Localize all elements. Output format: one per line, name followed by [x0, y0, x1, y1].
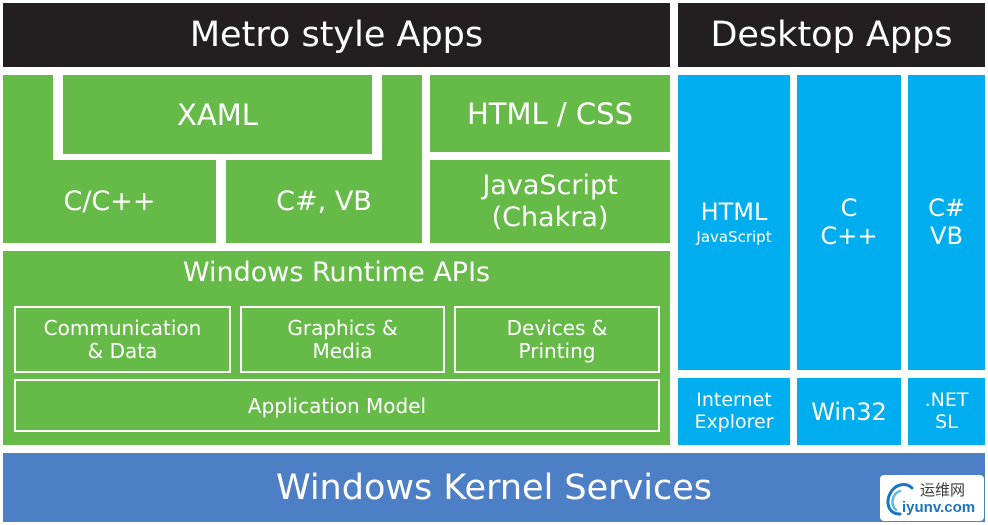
internet-label: Internet	[696, 388, 772, 411]
communication-data-block: Communication & Data	[14, 306, 231, 373]
windows-kernel-services-block: Windows Kernel Services	[3, 453, 985, 522]
graphics-media-block: Graphics & Media	[240, 306, 445, 373]
windows-kernel-services-label: Windows Kernel Services	[275, 467, 713, 508]
chakra-label: (Chakra)	[491, 201, 609, 233]
devices-printing-block: Devices & Printing	[454, 306, 660, 373]
desktop-vb-label: VB	[930, 221, 963, 250]
desktop-csharp-block: C# VB	[908, 75, 985, 370]
watermark-logo: 运维网 iyunv.com	[880, 475, 984, 521]
swirl-logo-icon	[886, 483, 914, 516]
data-label: & Data	[87, 338, 158, 363]
application-model-label: Application Model	[247, 393, 427, 418]
csharp-vb-label: C#, VB	[276, 186, 372, 217]
metro-apps-header-label: Metro style Apps	[189, 15, 484, 55]
c-cpp-block: C/C++	[3, 160, 216, 243]
c-cpp-label: C/C++	[63, 186, 156, 217]
internet-explorer-block: Internet Explorer	[678, 378, 790, 445]
communication-label: Communication	[43, 315, 202, 340]
watermark-en-text: iyunv.com	[902, 499, 976, 516]
metro-right-bar	[382, 75, 422, 165]
xaml-label: XAML	[177, 97, 258, 132]
desktop-c-label: C	[840, 193, 858, 222]
win32-block: Win32	[797, 378, 901, 445]
xaml-block: XAML	[63, 75, 372, 154]
desktop-csharp-label: C#	[928, 193, 965, 222]
desktop-javascript-label: JavaScript	[696, 228, 772, 247]
win32-label: Win32	[811, 397, 887, 426]
media-label: Media	[312, 338, 373, 363]
explorer-label: Explorer	[694, 410, 774, 433]
printing-label: Printing	[518, 338, 596, 363]
desktop-apps-header: Desktop Apps	[678, 3, 985, 67]
metro-left-bar	[3, 75, 53, 165]
javascript-label: JavaScript	[482, 170, 618, 202]
desktop-html-label: HTML	[700, 197, 768, 226]
desktop-html-block: HTML JavaScript	[678, 75, 790, 370]
html-css-block: HTML / CSS	[430, 75, 670, 152]
csharp-vb-block: C#, VB	[226, 160, 422, 243]
runtime-apis-title: Windows Runtime APIs	[182, 257, 491, 288]
sl-label: SL	[935, 410, 958, 433]
application-model-block: Application Model	[14, 379, 660, 432]
net-sl-block: .NET SL	[908, 378, 985, 445]
desktop-c-block: C C++	[797, 75, 901, 370]
metro-apps-header: Metro style Apps	[3, 3, 670, 67]
desktop-apps-header-label: Desktop Apps	[710, 15, 953, 55]
graphics-label: Graphics &	[287, 315, 398, 340]
html-css-label: HTML / CSS	[467, 96, 633, 131]
desktop-cpp-label: C++	[820, 221, 878, 250]
devices-label: Devices &	[506, 315, 608, 340]
net-label: .NET	[924, 388, 969, 411]
watermark-cn-text: 运维网	[920, 481, 966, 499]
javascript-chakra-block: JavaScript (Chakra)	[430, 160, 670, 243]
